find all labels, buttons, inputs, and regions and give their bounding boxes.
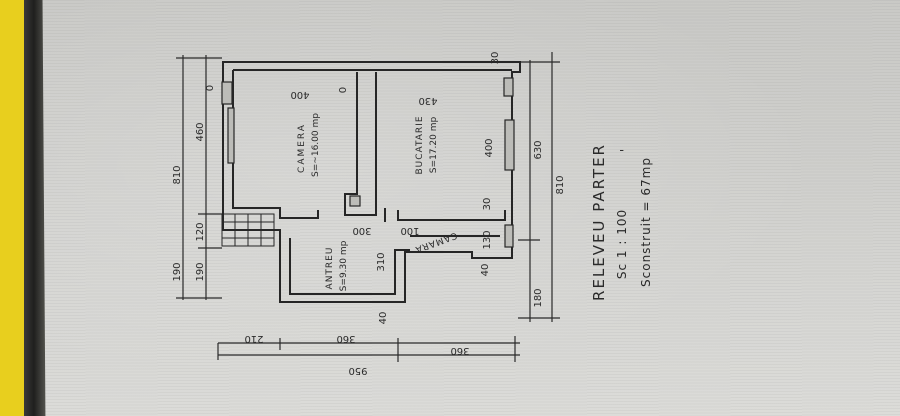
drawing-scale: Sc 1 : 100	[615, 209, 629, 279]
wall-camera-bucatarie	[344, 72, 377, 216]
dim-left-c: 190	[195, 262, 206, 281]
outer-wall	[222, 61, 521, 303]
camera-area: S=~16.00 mp	[311, 113, 321, 177]
wall-bucatarie-bottom	[397, 210, 506, 221]
built-area: Sconstruit = 67mp	[639, 157, 653, 287]
camera-dim: 400	[290, 89, 309, 100]
folder-edge	[24, 0, 46, 416]
bucatarie-area: S=17.20 mp	[429, 117, 439, 174]
dim-bottom-a: 210	[244, 333, 263, 344]
dim-wall-top: 30	[490, 52, 501, 65]
windows	[221, 77, 515, 248]
dim-wall-small-b: 40	[480, 264, 491, 277]
dimension-lines	[176, 52, 560, 362]
bucatarie-dim-top: 430	[418, 95, 437, 106]
camara-dim-a: 130	[482, 230, 493, 249]
dim-left-a: 460	[195, 122, 206, 141]
antreu-dim-top: 300	[352, 225, 371, 236]
drawing-mark: '	[618, 148, 632, 152]
camera-name: CAMERA	[297, 123, 307, 173]
dim-wall-mid: 30	[482, 198, 493, 211]
window-camara	[504, 224, 514, 248]
window-camera-left	[221, 81, 233, 105]
antreu-area: S=9.30 mp	[339, 240, 349, 291]
antreu-dim-side: 310	[376, 252, 387, 271]
camara-dim-b: 100	[400, 225, 419, 236]
dim-left-c2: 190	[172, 262, 183, 281]
window-bucatarie-top	[503, 77, 514, 97]
window-camera-left-frame	[227, 107, 235, 164]
window-bucatarie-right	[504, 119, 515, 171]
antreu-name: ANTREU	[325, 247, 335, 290]
bucatarie-dim-side: 400	[484, 138, 495, 157]
dim-left-total: 810	[172, 165, 183, 184]
bucatarie-name: BUCATARIE	[415, 115, 425, 174]
dim-right-a: 630	[533, 140, 544, 159]
wall-antreu-inner	[289, 238, 410, 295]
drawing-title: RELEVEU PARTER	[590, 143, 608, 301]
dim-wall-small-a: 40	[378, 312, 389, 325]
dim-right-total: 810	[555, 175, 566, 194]
entrance-steps	[221, 213, 275, 247]
camera-left-wall	[232, 70, 319, 219]
yellow-background-strip	[0, 0, 26, 416]
dim-left-b: 120	[195, 222, 206, 241]
dim-wall-camera: 0	[338, 87, 349, 93]
walls	[222, 61, 521, 303]
dim-bottom-total: 950	[348, 365, 367, 376]
dim-right-b: 180	[533, 288, 544, 307]
dim-bottom-c: 360	[450, 345, 469, 356]
dim-bottom-b: 360	[336, 333, 355, 344]
chimney	[349, 195, 361, 207]
dim-wall-left: 0	[205, 85, 216, 91]
